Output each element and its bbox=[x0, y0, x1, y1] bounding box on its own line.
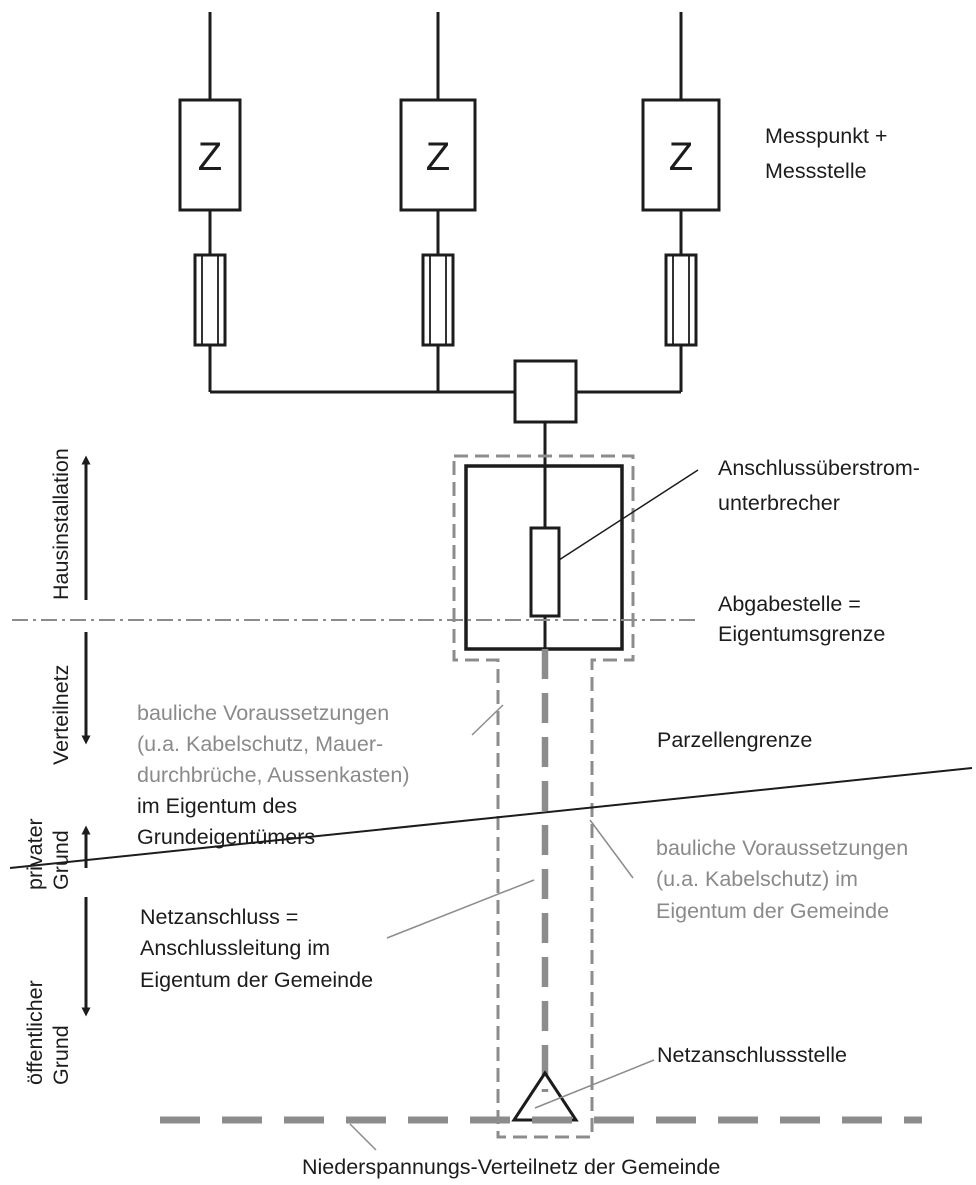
leader-netzanschlussstelle bbox=[534, 1059, 655, 1109]
label-oeffentlicher-grund-line1: öffentlicher bbox=[23, 980, 47, 1085]
label-netzanschluss: Netzanschluss = Anschlussleitung im Eige… bbox=[140, 905, 373, 992]
fuse-middle bbox=[421, 253, 455, 347]
label-bauliche-privat: bauliche Voraussetzungen (u.a. Kabelschu… bbox=[137, 701, 410, 787]
label-niederspannungsnetz: Niederspannungs-Verteilnetz der Gemeinde bbox=[302, 1155, 720, 1179]
distribution-box bbox=[513, 359, 578, 424]
label-hausinstallation: Hausinstallation bbox=[49, 448, 73, 600]
leader-bauliche-gemeinde bbox=[589, 819, 634, 879]
meter-symbol-right: Z bbox=[669, 135, 693, 179]
label-abgabestelle: Abgabestelle = Eigentumsgrenze bbox=[718, 592, 885, 646]
fuse-right bbox=[664, 253, 698, 347]
connection-fuse bbox=[529, 526, 561, 618]
network-connection-triangle bbox=[511, 1070, 579, 1122]
leader-netzanschluss bbox=[386, 879, 535, 939]
meter-branch-right: Z bbox=[641, 12, 721, 392]
meter-branch-left: Z bbox=[178, 12, 242, 392]
label-verteilnetz: Verteilnetz bbox=[49, 665, 73, 765]
fuse-left bbox=[193, 253, 227, 347]
label-messpunkt: Messpunkt + Messstelle bbox=[765, 124, 893, 183]
parcel-boundary-line bbox=[9, 767, 973, 869]
meter-branch-middle: Z bbox=[399, 12, 477, 392]
leader-bauliche-privat bbox=[471, 704, 504, 736]
label-bauliche-gemeinde: bauliche Voraussetzungen (u.a. Kabelschu… bbox=[656, 836, 914, 923]
label-netzanschlussstelle: Netzanschlussstelle bbox=[657, 1043, 847, 1067]
meter-symbol-left: Z bbox=[198, 135, 222, 179]
meter-symbol-middle: Z bbox=[426, 135, 450, 179]
leader-niederspannung bbox=[349, 1123, 377, 1151]
structural-boundary-outline bbox=[452, 454, 635, 1139]
label-privater-grund-line1: privater bbox=[23, 818, 47, 890]
label-anschlussueberstrom: Anschlussüberstrom- unterbrecher bbox=[718, 456, 926, 515]
label-bauliche-privat-owner: im Eigentum des Grundeigentümers bbox=[137, 794, 315, 849]
leader-anschluss bbox=[558, 469, 699, 561]
label-oeffentlicher-grund-line2: Grund bbox=[49, 1025, 73, 1085]
label-parzellengrenze: Parzellengrenze bbox=[657, 728, 812, 752]
label-privater-grund-line2: Grund bbox=[49, 830, 73, 890]
